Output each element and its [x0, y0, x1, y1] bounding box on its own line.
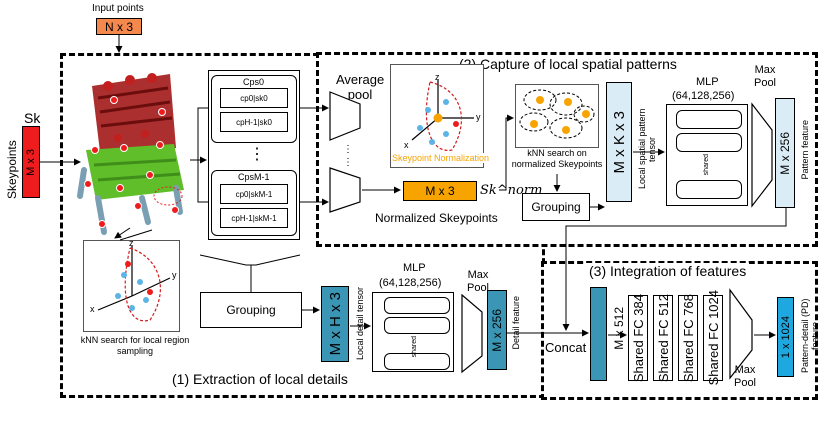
normalized-shape: M x 3	[425, 184, 455, 198]
axis-z-local: z	[129, 238, 134, 248]
skeypoint-normalization-label: Skeypoint Normalization	[392, 153, 490, 163]
axis-x-local: x	[90, 304, 95, 314]
mlp-top-layer-1	[676, 110, 742, 129]
mlp-top-layer-2	[676, 133, 742, 152]
max-pool-top: Max Pool	[753, 64, 777, 89]
axis-z-norm: z	[435, 72, 440, 82]
mhx3-box: M x H x 3	[321, 286, 349, 362]
cp-group-bottom-title: CpsM-1	[238, 172, 270, 182]
cp-bottom-item-1: cpH-1|skM-1	[220, 208, 288, 228]
average-pool-label: Average pool	[336, 72, 385, 102]
mlp-dims-bottom: (64,128,256)	[379, 277, 442, 289]
input-points-label: Input points	[92, 3, 144, 14]
axis-y-local: y	[172, 270, 177, 280]
section-local-details-title: (1) Extraction of local details	[172, 371, 348, 387]
m256-detail-box: M x 256	[487, 290, 507, 370]
output-box: 1 x 1024	[777, 297, 794, 377]
grouping-box-spatial: Grouping	[522, 193, 590, 221]
svg-text:⋮: ⋮	[343, 144, 353, 155]
sk-label: Sk	[24, 110, 41, 126]
normalized-skeypoints-box: M x 3	[403, 181, 477, 201]
normalization-plot	[390, 64, 484, 168]
mkx3-box: M x K x 3	[606, 82, 632, 202]
section-spatial-patterns-title: (2) Capture of local spatial patterns	[456, 56, 680, 72]
fc-layer-2: Shared FC 768	[678, 294, 698, 382]
axis-x-norm: x	[404, 140, 409, 150]
mlp-bottom-layer-3	[384, 353, 450, 370]
m256-pattern-box: M x 256	[775, 98, 795, 208]
mlp-top-layer-3	[676, 180, 742, 199]
mlp-label-top: MLP	[696, 76, 719, 88]
svg-text:⋮: ⋮	[343, 157, 353, 168]
knn-local-caption: kNN search for local region sampling	[80, 335, 190, 356]
knn-norm-caption: kNN search on normalized Skeypoints	[511, 148, 603, 169]
cp-bottom-item-0: cp0|skM-1	[220, 184, 288, 204]
max-pool-bottom: Max Pool	[466, 269, 490, 294]
fc-layer-1: Shared FC 512	[653, 294, 673, 382]
cp-groups-ellipsis: ⋮	[249, 146, 265, 163]
cp-group-top-title: Cps0	[243, 77, 265, 87]
axis-y-norm: y	[476, 112, 481, 122]
skeypoints-box: M x 3	[22, 126, 40, 198]
fc-layer-3: Shared FC 1024	[703, 290, 723, 386]
mlp-bottom-layer-2	[384, 317, 450, 334]
normalized-skeypoints-label: Normalized Skeypoints	[375, 211, 498, 225]
mlp-label-bottom: MLP	[403, 262, 426, 274]
input-points-shape: N x 3	[104, 19, 133, 34]
input-points-box: N x 3	[96, 18, 142, 35]
mlp-bottom-layer-1	[384, 297, 450, 314]
max-pool-final: Max Pool	[733, 364, 757, 389]
cp-groups-frame	[208, 70, 300, 240]
concat-label: Concat	[545, 340, 587, 355]
section-integration-title: (3) Integration of features	[586, 263, 750, 279]
cp-top-item-1: cpH-1|sk0	[220, 112, 288, 132]
grouping-box-local: Grouping	[200, 292, 302, 328]
fc-layer-0: Shared FC 384	[628, 294, 648, 382]
m512-box	[590, 287, 607, 381]
cp-top-item-0: cp0|sk0	[220, 88, 288, 108]
mlp-dims-top: (64,128,256)	[672, 90, 735, 102]
